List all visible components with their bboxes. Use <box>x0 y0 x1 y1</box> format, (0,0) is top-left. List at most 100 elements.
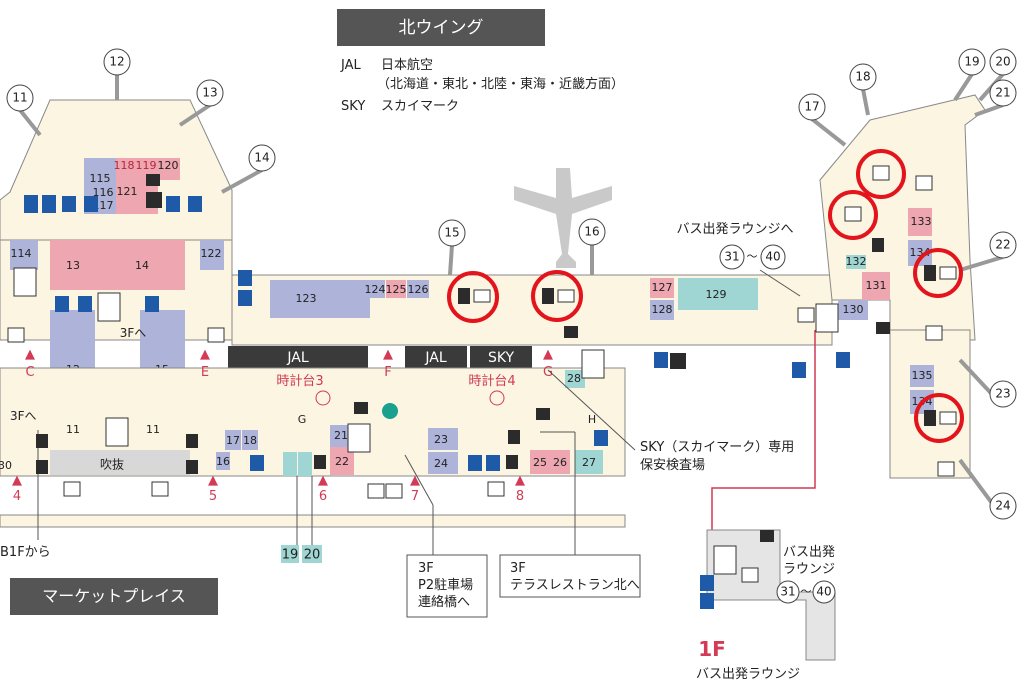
gate-connector <box>221 168 263 194</box>
svg-text:3Fへ: 3Fへ <box>10 409 37 423</box>
sky-code: SKY <box>341 99 365 114</box>
svg-text:19: 19 <box>282 548 299 563</box>
svg-text:20: 20 <box>304 548 321 563</box>
svg-text:17: 17 <box>226 434 240 447</box>
gate-number: 21 <box>995 86 1010 100</box>
svg-text:4: 4 <box>13 489 21 504</box>
svg-text:6: 6 <box>319 489 327 504</box>
north-wing-label: 北ウイング <box>399 18 484 38</box>
svg-text:116: 116 <box>93 186 114 199</box>
jal-routes: （北海道・東北・北陸・東海・近畿方面） <box>377 76 624 92</box>
svg-text:25: 25 <box>533 456 547 469</box>
sky-name: スカイマーク <box>381 99 459 114</box>
svg-text:119: 119 <box>136 159 157 172</box>
svg-text:バス出発ラウンジ: バス出発ラウンジ <box>696 667 800 682</box>
svg-text:B1Fから: B1Fから <box>0 545 51 560</box>
gate-number: 22 <box>995 238 1010 252</box>
gate-connector <box>178 103 212 127</box>
gate-number: 13 <box>202 86 217 100</box>
smoking-icon <box>146 192 686 369</box>
svg-text:▲: ▲ <box>12 473 22 488</box>
svg-text:C: C <box>25 365 34 380</box>
svg-text:G: G <box>298 413 307 426</box>
svg-text:▲: ▲ <box>208 473 218 488</box>
gate-connector <box>448 244 454 276</box>
svg-text:114: 114 <box>11 247 32 260</box>
gate-circle <box>958 48 986 76</box>
svg-text:23: 23 <box>434 433 448 446</box>
svg-text:時計台3: 時計台3 <box>276 373 323 389</box>
jal-name: 日本航空 <box>381 57 433 73</box>
svg-text:連絡橋へ: 連絡橋へ <box>418 594 470 610</box>
svg-text:132: 132 <box>846 255 867 268</box>
svg-text:▲: ▲ <box>318 473 328 488</box>
svg-text:31: 31 <box>780 585 795 599</box>
svg-text:40: 40 <box>765 250 780 264</box>
gate-number: 16 <box>584 225 599 239</box>
gate-circle <box>578 218 606 246</box>
svg-text:115: 115 <box>90 172 111 185</box>
svg-text:14: 14 <box>135 259 149 272</box>
svg-text:▲: ▲ <box>543 347 553 362</box>
gate-number: 14 <box>254 151 269 165</box>
gate-circle <box>438 219 466 247</box>
svg-text:28: 28 <box>567 372 581 385</box>
svg-text:▲: ▲ <box>200 347 210 362</box>
north-wing-label-bg <box>337 9 545 46</box>
gate-number: 20 <box>995 55 1010 69</box>
gate-circle <box>989 48 1017 76</box>
svg-text:▲: ▲ <box>410 473 420 488</box>
svg-text:40: 40 <box>816 585 831 599</box>
svg-text:126: 126 <box>408 283 429 296</box>
svg-text:122: 122 <box>201 247 222 260</box>
p2-parking-callout <box>406 554 488 618</box>
jal-code: JAL <box>340 58 361 73</box>
airplane-icon <box>514 168 612 268</box>
svg-text:31: 31 <box>724 250 739 264</box>
svg-text:13: 13 <box>66 259 80 272</box>
gate-circle <box>989 492 1017 520</box>
svg-text:〜: 〜 <box>801 585 812 598</box>
gate-number: 12 <box>109 55 124 69</box>
svg-text:5: 5 <box>209 489 217 504</box>
svg-text:JAL: JAL <box>424 350 446 366</box>
gate-connector <box>953 72 974 102</box>
elevator-icon <box>13 267 839 575</box>
svg-text:F: F <box>384 365 391 380</box>
svg-text:127: 127 <box>652 281 673 294</box>
svg-text:3Fへ: 3Fへ <box>120 326 147 340</box>
gate-circle <box>103 48 131 76</box>
svg-text:1F: 1F <box>698 637 726 661</box>
gate-circle <box>989 79 1017 107</box>
svg-text:16: 16 <box>216 455 230 468</box>
svg-text:8: 8 <box>516 489 524 504</box>
bus-lounge-route <box>711 330 816 530</box>
svg-text:120: 120 <box>158 159 179 172</box>
phone-computer-pairs <box>458 165 957 426</box>
svg-text:バス出発: バス出発 <box>783 545 835 560</box>
svg-text:133: 133 <box>911 215 932 228</box>
gate-number: 24 <box>995 499 1010 513</box>
svg-text:▲: ▲ <box>383 347 393 362</box>
gate-number: 11 <box>12 91 27 105</box>
svg-text:H: H <box>588 413 596 426</box>
gate-circle <box>849 63 877 91</box>
computer-icon <box>7 175 955 583</box>
svg-text:123: 123 <box>296 292 317 305</box>
wheelchair-icon <box>55 196 850 609</box>
phone-icon <box>36 238 884 474</box>
svg-text:時計台4: 時計台4 <box>468 373 515 389</box>
svg-text:118: 118 <box>114 159 135 172</box>
svg-text:吹抜: 吹抜 <box>100 458 124 472</box>
svg-text:125: 125 <box>386 283 407 296</box>
svg-text:121: 121 <box>117 185 138 198</box>
svg-text:11: 11 <box>66 423 80 436</box>
gate-number: 19 <box>964 55 979 69</box>
svg-text:21: 21 <box>334 429 348 442</box>
svg-text:3F: 3F <box>510 561 526 576</box>
restroom-icon <box>24 195 806 591</box>
terrace-callout <box>499 554 641 598</box>
svg-text:G: G <box>543 365 553 380</box>
